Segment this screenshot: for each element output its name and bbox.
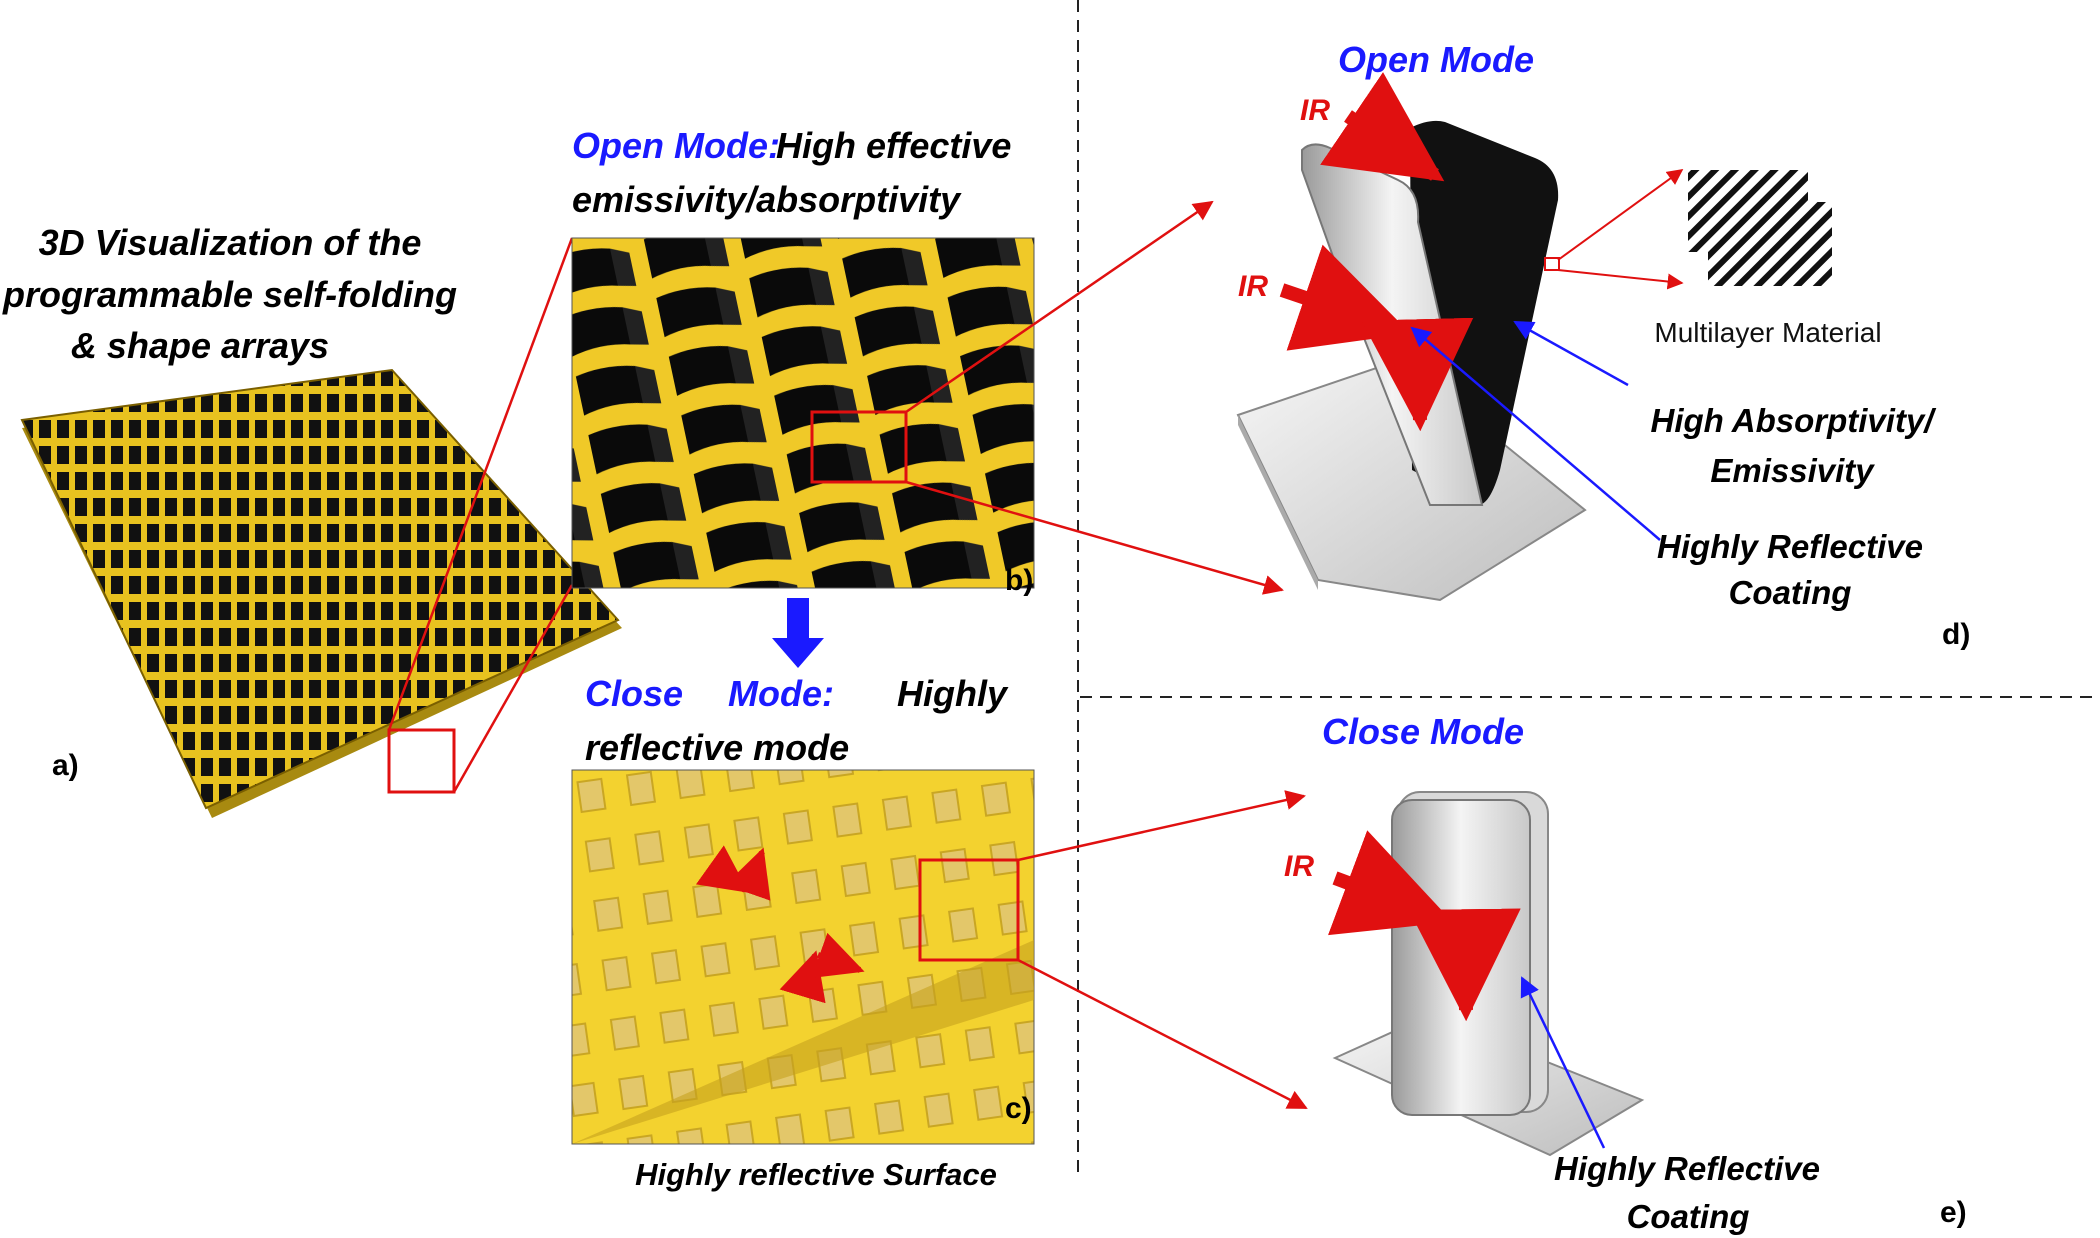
zoom-arrow-c-bottom [1017,958,1308,1110]
panel-d-reflective-line-1: Highly Reflective [1657,528,1923,565]
panel-c: Close Mode: Highly reflective mode c) Hi… [571,673,1308,1192]
panel-e-reflective-line-1: Highly Reflective [1554,1150,1820,1187]
zoom-line-a-bottom [452,584,574,793]
absorptivity-pointer [1513,320,1629,387]
ir-arrow-reflected-e [1408,908,1521,1022]
panel-c-mode-word-1: Close [585,673,683,714]
panel-d-reflective-line-2: Coating [1729,574,1852,611]
panel-b-letter: b) [1005,564,1033,597]
shape-array-surface [20,368,620,810]
panel-a: 3D Visualization of the programmable sel… [2,222,622,818]
panel-d: Open Mode IR IR Multilayer Material High… [1236,39,1970,651]
panel-b-mode-label: Open Mode: [572,125,780,166]
zoom-arrow-b-top [905,200,1214,414]
multilayer-material-detail [1688,170,1832,286]
panel-b-desc-line-1: High effective [776,125,1011,166]
panel-e: Close Mode IR Highly Reflective Coating … [1284,711,1967,1235]
panel-d-ir-top: IR [1300,94,1330,127]
panel-c-mode-word-2: Mode: [728,673,834,714]
reflect-arrow-out-2 [811,932,865,979]
reflective-pointer-e [1520,976,1606,1149]
mode-transition-arrow [772,598,824,668]
panel-b-desc-line-2: emissivity/absorptivity [572,179,962,220]
panel-e-letter: e) [1940,1196,1967,1229]
zoom-arrow-c-top [1017,790,1306,862]
zoom-box-d [1544,257,1560,271]
zoom-line-a-top [387,237,574,731]
panel-d-absorptivity-line-1: High Absorptivity/ [1651,402,1938,439]
panel-c-desc-word: Highly [897,673,1009,714]
zoom-box-b [810,410,908,484]
panel-e-ir: IR [1284,850,1314,883]
panel-e-title: Close Mode [1322,711,1524,752]
panel-a-title-line-2: programmable self-folding [2,274,457,315]
reflective-pointer-d [1410,326,1661,541]
panel-b: Open Mode: High effective emissivity/abs… [571,125,1284,597]
close-mode-render [571,769,1035,1145]
reflect-arrow-out-1 [725,847,771,901]
open-mode-render [571,237,1035,589]
zoom-arrow-d-top [1557,169,1684,261]
panel-d-letter: d) [1942,618,1970,651]
zoom-box-c [918,858,1020,962]
panel-e-reflective-line-2: Coating [1627,1198,1750,1235]
panel-a-title-line-3: & shape arrays [71,325,329,366]
panel-c-letter: c) [1005,1092,1032,1125]
zoom-arrow-d-bottom [1557,269,1684,290]
panel-d-absorptivity-line-2: Emissivity [1710,452,1875,489]
panel-a-title-line-1: 3D Visualization of the [39,222,422,263]
panel-d-ir-mid: IR [1238,270,1268,303]
zoom-arrow-b-bottom [905,480,1284,595]
panel-c-desc-line-2: reflective mode [585,727,849,768]
close-mode-edge [572,940,1034,1144]
panel-d-multilayer-label: Multilayer Material [1654,317,1881,348]
ir-arrow-top [1320,72,1445,182]
ir-arrow-reflected-d [1361,317,1474,432]
panel-a-letter: a) [52,749,79,782]
panel-c-caption: Highly reflective Surface [635,1157,997,1192]
panel-d-title: Open Mode [1338,39,1534,80]
zoom-box-a [387,728,456,794]
